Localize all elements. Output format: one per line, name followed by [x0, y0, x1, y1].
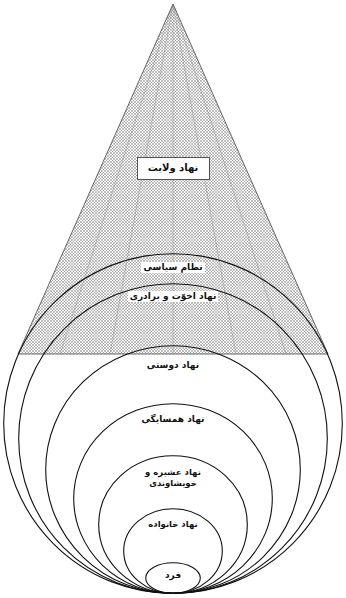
nested-circle: نهاد عشیره و خویشاوندی نهاد خانواده فرد — [98, 455, 248, 594]
node-label: نهاد همسایگی — [140, 414, 207, 425]
cone-rays — [60, 4, 286, 354]
node-label: نهاد اخوّت و برادری — [128, 291, 219, 302]
node-label: فرد — [163, 570, 183, 581]
node-label: نهاد خانواده — [146, 519, 199, 530]
inner-circle: فرد — [145, 562, 201, 594]
node-label: نهاد عشیره و خویشاوندی — [135, 467, 211, 488]
nested-circle: نهاد همسایگی نهاد عشیره و خویشاوندی نهاد خ… — [73, 403, 273, 594]
circle-outline — [18, 283, 328, 594]
node-label: نظام سیاسی — [141, 262, 204, 273]
nested-circle: نهاد دوستی نهاد همسایگی نهاد عشیره و خویشا… — [45, 345, 301, 594]
node-label: نهاد ولایت — [146, 162, 201, 175]
cone-hatch — [18, 4, 328, 354]
circle-outline — [73, 403, 273, 594]
nested-circle: نظام سیاسینهاد اخوّت و برادرینهاد دوستین… — [3, 253, 343, 594]
nested-circle: نهاد اخوّت و برادری نهاد دوستی نهاد همسایگ… — [18, 283, 328, 594]
label-box: نهاد ولایت — [137, 157, 210, 180]
node-label: نهاد دوستی — [145, 360, 201, 371]
nested-circle: نهاد خانواده فرد — [123, 508, 223, 594]
